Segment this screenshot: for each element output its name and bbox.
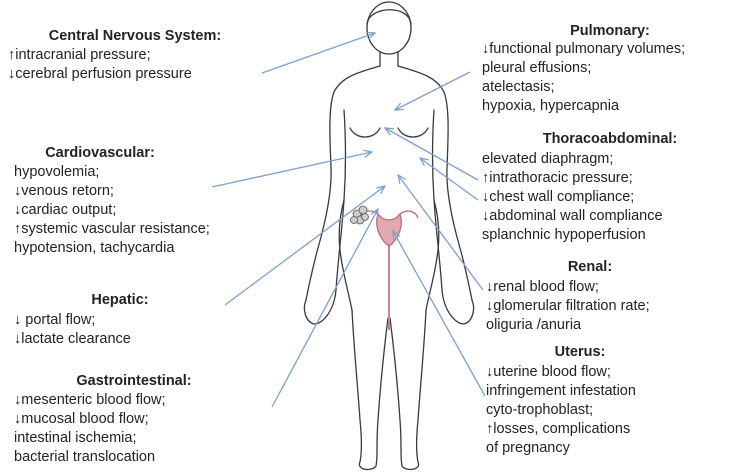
pulmonary-details: ↓functional pulmonary volumes; pleural e… bbox=[482, 40, 685, 116]
cardio-line: hypotension, tachycardia bbox=[14, 239, 210, 258]
hepatic-title: Hepatic: bbox=[60, 291, 180, 310]
thoraco-section: Thoracoabdominal: bbox=[480, 130, 740, 149]
thoraco-details: elevated diaphragm; ↑intrathoracic press… bbox=[482, 150, 663, 245]
hepatic-line: ↓ portal flow; bbox=[14, 311, 131, 330]
cns-details: ↑intracranial pressure; ↓cerebral perfus… bbox=[8, 46, 192, 84]
thoraco-line: splanchnic hypoperfusion bbox=[482, 226, 663, 245]
uterus-line: cyto-trophoblast; bbox=[486, 401, 636, 420]
thoraco-title: Thoracoabdominal: bbox=[480, 130, 740, 149]
renal-line: ↓glomerular filtration rate; bbox=[486, 297, 650, 316]
arrow-pulmonary bbox=[395, 72, 470, 110]
renal-section: Renal: bbox=[480, 258, 700, 277]
uterus-details: ↓uterine blood flow; infringement infest… bbox=[486, 363, 636, 458]
uterus-line: infringement infestation bbox=[486, 382, 636, 401]
renal-title: Renal: bbox=[480, 258, 700, 277]
arrows bbox=[212, 33, 485, 407]
renal-details: ↓renal blood flow; ↓glomerular filtratio… bbox=[486, 278, 650, 335]
hepatic-line: ↓lactate clearance bbox=[14, 330, 131, 349]
gi-line: bacterial translocation bbox=[14, 448, 166, 467]
thoraco-line: elevated diaphragm; bbox=[482, 150, 663, 169]
cardio-title: Cardiovascular: bbox=[20, 144, 180, 163]
cardio-line: ↑systemic vascular resistance; bbox=[14, 220, 210, 239]
uterus-section: Uterus: bbox=[480, 343, 680, 362]
uterus-line: ↑losses, complications bbox=[486, 420, 636, 439]
thoraco-line: ↓chest wall compliance; bbox=[482, 188, 663, 207]
pulmonary-section: Pulmonary: bbox=[480, 22, 740, 41]
renal-line: ↓renal blood flow; bbox=[486, 278, 650, 297]
pulmonary-line: atelectasis; bbox=[482, 78, 685, 97]
arrow-cardio bbox=[212, 152, 372, 187]
pulmonary-line: pleural effusions; bbox=[482, 59, 685, 78]
pulmonary-title: Pulmonary: bbox=[480, 22, 740, 41]
gi-section: Gastrointestinal: bbox=[14, 372, 254, 391]
thoraco-line: ↓abdominal wall compliance bbox=[482, 207, 663, 226]
thoraco-line: ↑intrathoracic pressure; bbox=[482, 169, 663, 188]
uterus-illustration bbox=[360, 211, 418, 330]
pulmonary-line: hypoxia, hypercapnia bbox=[482, 97, 685, 116]
uterus-line: of pregnancy bbox=[486, 439, 636, 458]
arrow-hepatic bbox=[225, 186, 385, 305]
cns-title: Central Nervous System: bbox=[17, 27, 253, 46]
cardio-line: ↓venous retorn; bbox=[14, 182, 210, 201]
pulmonary-line: ↓functional pulmonary volumes; bbox=[482, 40, 685, 59]
arrow-thoraco-1 bbox=[385, 128, 478, 180]
cardio-line: ↓cardiac output; bbox=[14, 201, 210, 220]
gi-line: ↓mesenteric blood flow; bbox=[14, 391, 166, 410]
gi-line: ↓mucosal blood flow; bbox=[14, 410, 166, 429]
cns-line: ↓cerebral perfusion pressure bbox=[8, 65, 192, 84]
uterus-line: ↓uterine blood flow; bbox=[486, 363, 636, 382]
cardio-details: hypovolemia; ↓venous retorn; ↓cardiac ou… bbox=[14, 163, 210, 258]
hepatic-section: Hepatic: bbox=[60, 291, 180, 310]
gi-details: ↓mesenteric blood flow; ↓mucosal blood f… bbox=[14, 391, 166, 467]
arrow-gi bbox=[272, 209, 378, 407]
ovary-illustration bbox=[351, 206, 369, 224]
arrow-cns bbox=[262, 33, 375, 73]
hepatic-details: ↓ portal flow; ↓lactate clearance bbox=[14, 311, 131, 349]
cardio-section: Cardiovascular: bbox=[20, 144, 180, 163]
gi-title: Gastrointestinal: bbox=[14, 372, 254, 391]
cardio-line: hypovolemia; bbox=[14, 163, 210, 182]
cns-line: ↑intracranial pressure; bbox=[8, 46, 192, 65]
cns-section: Central Nervous System: bbox=[17, 27, 253, 46]
renal-line: oliguria /anuria bbox=[486, 316, 650, 335]
uterus-title: Uterus: bbox=[480, 343, 680, 362]
gi-line: intestinal ischemia; bbox=[14, 429, 166, 448]
